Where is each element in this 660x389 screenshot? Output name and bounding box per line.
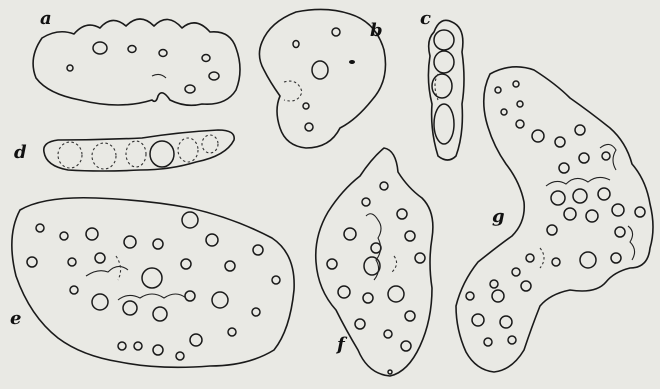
specimen-e [12,198,294,368]
specimen-c [428,20,464,160]
label-a: a [40,10,52,28]
label-c: c [420,10,431,28]
specimen-g [456,67,653,372]
label-b: b [370,22,383,40]
specimen-b [259,9,385,148]
label-d: d [14,144,27,162]
label-g: g [492,208,505,226]
specimen-f [316,148,433,376]
specimen-d [44,130,234,171]
specimen-a [33,19,240,105]
label-e: e [10,310,21,328]
label-f: f [337,336,345,354]
